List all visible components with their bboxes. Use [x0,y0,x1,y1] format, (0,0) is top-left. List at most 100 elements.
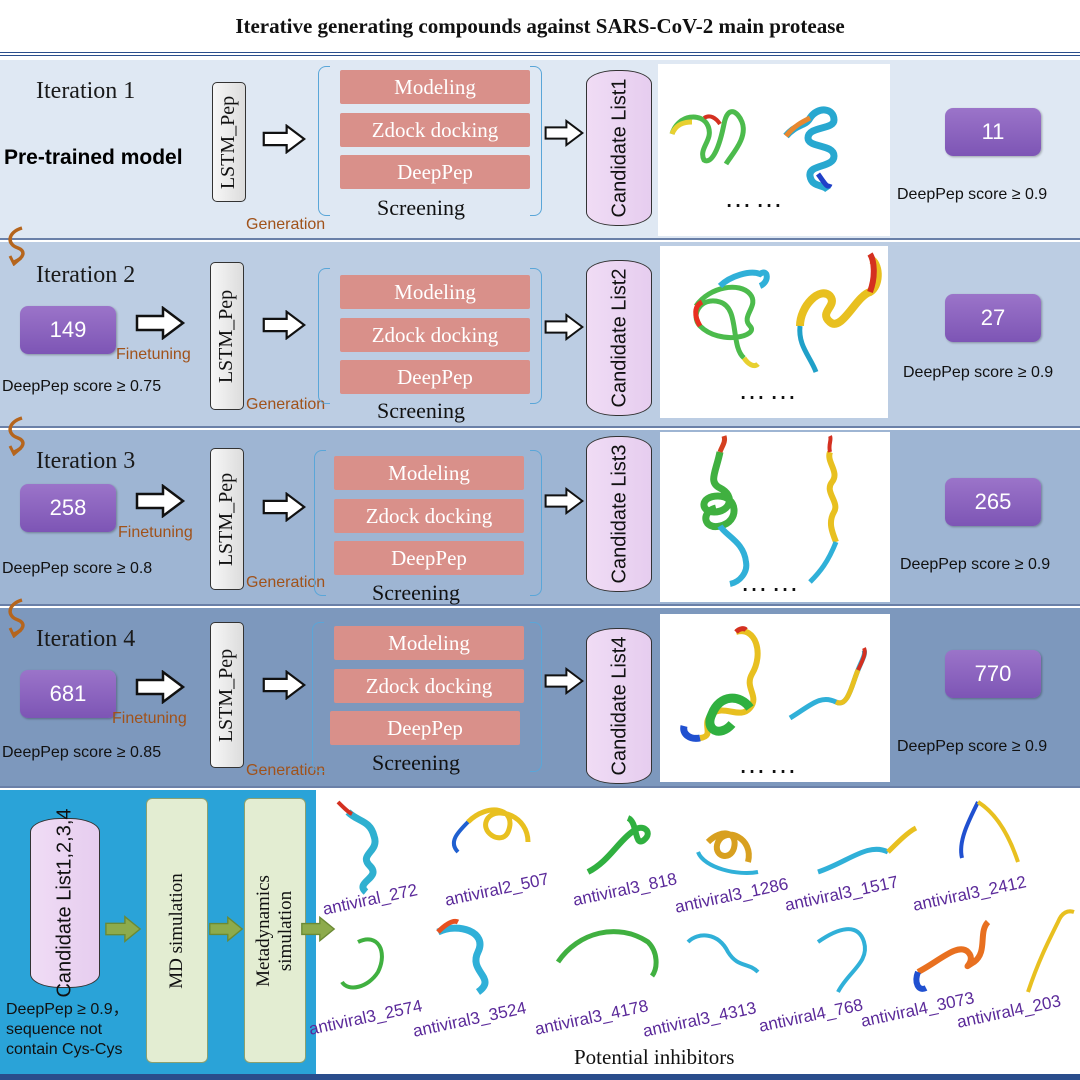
zdock-step-4: Zdock docking [334,669,524,703]
lstm-pep-model-3: LSTM_Pep [210,448,244,590]
bottom-border [0,1074,1080,1080]
modeling-step-3: Modeling [334,456,524,490]
deeppep-step-1: DeepPep [340,155,530,189]
modeling-step-1: Modeling [340,70,530,104]
loop-arrow-icon [8,598,25,638]
generation-label-4: Generation [246,762,326,779]
iteration-4-label: Iteration 4 [36,626,136,652]
screening-label-2: Screening [377,398,465,423]
metadynamics-line: Metadynamics [253,874,275,987]
ellipsis: …… [740,566,802,597]
arrow-icon [262,124,306,154]
zdock-step-1: Zdock docking [340,113,530,147]
screening-bracket [530,268,542,404]
filter-note-line: sequence not [6,1021,103,1038]
md-simulation-step: MD simulation [146,798,208,1063]
modeling-step-2: Modeling [340,275,530,309]
arrow-icon [544,667,584,695]
potential-inhibitors-title: Potential inhibitors [574,1045,735,1069]
arrow-icon [135,306,185,340]
inhibitor-structures [336,800,1075,995]
iteration-3-band [0,430,1080,606]
input-score-4: DeepPep score ≥ 0.85 [2,744,162,761]
result-count-3: 265 [945,478,1041,526]
result-score-1: DeepPep score ≥ 0.9 [897,186,1048,203]
result-count-4: 770 [945,650,1041,698]
peptide-structure-image [693,252,882,373]
metadynamics-line: simulation [275,890,297,971]
lstm-pep-model-4: LSTM_Pep [210,622,244,768]
arrow-icon [135,670,185,704]
green-arrow-icon [105,915,141,943]
candidate-list-3: Candidate List3 [586,436,652,592]
peptide-structures-1: …… [658,64,890,236]
screening-bracket [318,268,330,404]
filter-note-line: DeepPep ≥ 0.9， [6,1001,129,1018]
peptide-structures-4: …… [660,614,890,782]
loop-arrow-icon [8,416,25,456]
screening-bracket [530,622,542,772]
iteration-2-label: Iteration 2 [36,262,136,288]
input-count-4: 681 [20,670,116,718]
arrow-icon [262,310,306,340]
arrow-icon [544,313,584,341]
peptide-structure-image [680,626,867,742]
filter-note: DeepPep ≥ 0.9， sequence not contain Cys-… [6,1000,129,1060]
finetuning-label-2: Finetuning [116,346,191,363]
screening-bracket [312,622,324,772]
peptide-structures-3: …… [660,432,890,602]
diagram-title: Iterative generating compounds against S… [235,13,845,38]
lstm-pep-model-1: LSTM_Pep [212,82,246,202]
title-bar: Iterative generating compounds against S… [0,0,1080,56]
finetuning-label-4: Finetuning [112,710,187,727]
input-count-2: 149 [20,306,116,354]
candidate-list-1: Candidate List1 [586,70,652,226]
input-count-3: 258 [20,484,116,532]
finetuning-label-3: Finetuning [118,524,193,541]
candidate-list-2: Candidate List2 [586,260,652,416]
deeppep-step-4: DeepPep [330,711,520,745]
result-score-3: DeepPep score ≥ 0.9 [900,556,1051,573]
arrow-icon [135,484,185,518]
input-score-3: DeepPep score ≥ 0.8 [2,560,153,577]
loop-arrow-icon [8,226,25,266]
arrow-icon [544,487,584,515]
modeling-step-4: Modeling [334,626,524,660]
generation-label-2: Generation [246,396,326,413]
deeppep-step-2: DeepPep [340,360,530,394]
arrow-icon [262,492,306,522]
iteration-4-band [0,608,1080,788]
lstm-pep-model-2: LSTM_Pep [210,262,244,410]
green-arrow-icon [209,916,243,942]
screening-label-1: Screening [377,195,465,220]
candidate-list-all: Candidate List1,2,3,4 [30,808,100,998]
result-score-2: DeepPep score ≥ 0.9 [903,364,1054,381]
filter-note-line: contain Cys-Cys [6,1041,123,1058]
zdock-step-3: Zdock docking [334,499,524,533]
arrow-icon [544,119,584,147]
screening-bracket [318,66,330,216]
peptide-structure-image [669,106,838,193]
iteration-3-label: Iteration 3 [36,448,136,474]
result-score-4: DeepPep score ≥ 0.9 [897,738,1048,755]
screening-bracket [314,450,326,596]
screening-bracket [530,66,542,216]
candidate-list-4: Candidate List4 [586,628,652,784]
iteration-1-label: Iteration 1 [36,78,136,104]
screening-bracket [530,450,542,596]
peptide-structures-2: …… [660,246,888,418]
deeppep-step-3: DeepPep [334,541,524,575]
zdock-step-2: Zdock docking [340,318,530,352]
ellipsis: …… [724,182,786,213]
pretrained-model-label: Pre-trained model [4,146,183,169]
screening-label-3: Screening [372,580,460,605]
input-score-2: DeepPep score ≥ 0.75 [2,378,162,395]
result-count-2: 27 [945,294,1041,342]
ellipsis: …… [738,748,800,779]
generation-label-1: Generation [246,216,326,233]
arrow-icon [262,670,306,700]
ellipsis: …… [738,374,800,405]
result-count-1: 11 [945,108,1041,156]
screening-label-4: Screening [372,750,460,775]
